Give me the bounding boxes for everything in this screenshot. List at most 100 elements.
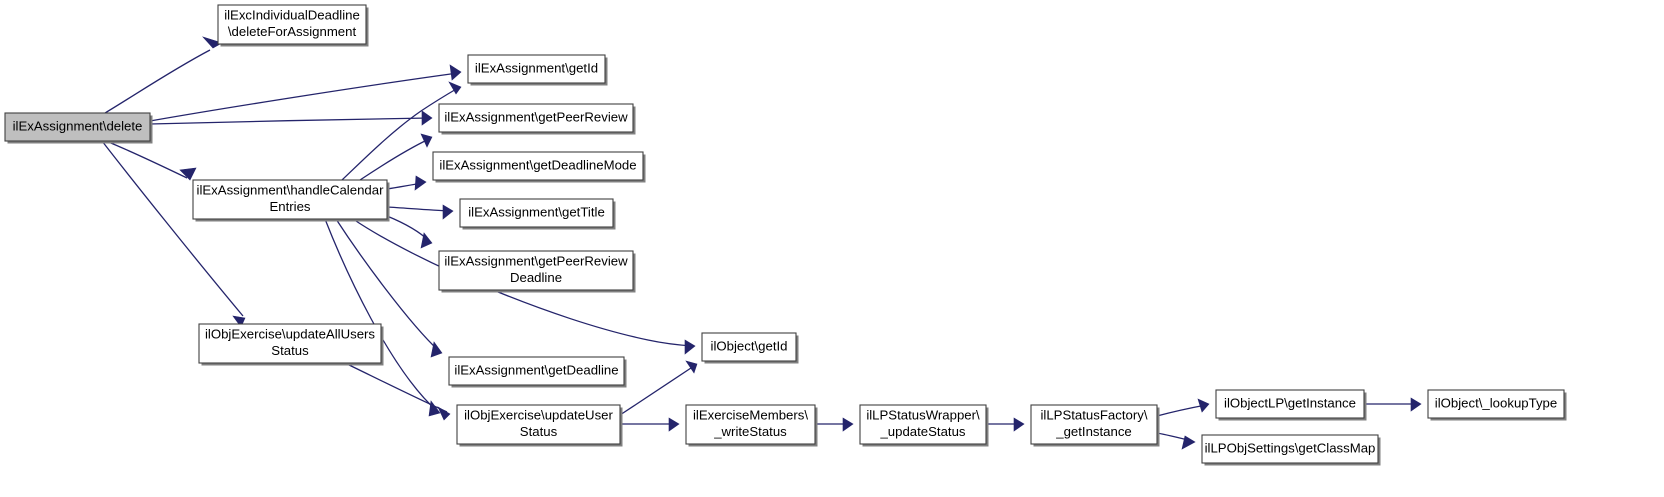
edge-line <box>352 218 693 347</box>
node-box-current[interactable] <box>4 112 151 142</box>
node-box[interactable] <box>467 54 606 84</box>
edge-line <box>149 117 430 125</box>
node-box[interactable] <box>859 404 987 445</box>
node-box[interactable] <box>438 103 634 133</box>
edge-line <box>619 365 695 416</box>
call-edge <box>335 218 443 358</box>
node-label: ilLPStatusWrapper\ <box>866 408 980 423</box>
node-box[interactable] <box>456 404 621 445</box>
call-edge <box>105 140 197 181</box>
arrowhead-icon <box>842 417 854 432</box>
call-edge <box>149 64 462 122</box>
node-box[interactable] <box>1030 404 1158 445</box>
arrowhead-icon <box>437 406 451 421</box>
graph-node[interactable]: ilExAssignment\getPeerReview <box>438 103 636 135</box>
node-label: ilObjExercise\updateAllUsers <box>205 327 375 342</box>
node-box[interactable] <box>1427 389 1565 419</box>
graph-node[interactable]: ilLPStatusWrapper\_updateStatus <box>859 404 989 447</box>
graph-node[interactable]: ilExAssignment\getId <box>467 54 608 86</box>
edge-line <box>335 218 440 352</box>
node-label: ilExAssignment\getDeadlineMode <box>439 157 636 172</box>
node-box[interactable] <box>432 151 644 181</box>
arrowhead-icon <box>179 167 197 181</box>
call-edge <box>619 360 698 416</box>
edges-layer <box>101 36 1422 450</box>
arrowhead-icon <box>442 204 454 220</box>
node-box[interactable] <box>1215 389 1365 419</box>
arrowhead-icon <box>420 133 433 148</box>
call-edge <box>324 218 441 417</box>
graph-node[interactable]: ilObject\getId <box>701 332 799 364</box>
graph-node[interactable]: ilLPObjSettings\getClassMap <box>1201 434 1381 466</box>
call-edge <box>1156 398 1210 417</box>
node-box[interactable] <box>1201 434 1379 464</box>
edge-line <box>341 87 459 181</box>
arrowhead-icon <box>414 175 427 191</box>
node-label: ilExAssignment\handleCalendar <box>197 183 385 198</box>
node-label: ilLPObjSettings\getClassMap <box>1205 440 1376 455</box>
node-box[interactable] <box>438 250 634 291</box>
edge-line <box>344 362 448 413</box>
arrowhead-icon <box>1410 397 1422 412</box>
graph-node[interactable]: ilExcIndividualDeadline\deleteForAssignm… <box>217 4 369 47</box>
call-edge <box>359 133 433 181</box>
arrowhead-icon <box>684 339 696 355</box>
node-label: Status <box>520 424 558 439</box>
node-label: ilExAssignment\getDeadline <box>454 362 618 377</box>
arrowhead-icon <box>202 36 223 49</box>
node-label: ilObjectLP\getInstance <box>1224 395 1356 410</box>
graph-node[interactable]: ilExAssignment\delete <box>4 112 153 144</box>
node-box[interactable] <box>701 332 797 362</box>
node-label: ilExAssignment\delete <box>13 118 143 133</box>
node-label: ilLPStatusFactory\ <box>1040 408 1147 423</box>
graph-node[interactable]: ilExAssignment\getTitle <box>459 198 616 230</box>
call-edge <box>1156 432 1196 450</box>
nodes-layer: ilExAssignment\delete ilExcIndividualDead… <box>4 4 1567 466</box>
call-edge <box>620 417 680 432</box>
arrowhead-icon <box>668 417 680 432</box>
edge-line <box>1156 404 1207 417</box>
arrowhead-icon <box>420 232 433 249</box>
call-edge <box>815 417 854 432</box>
node-box[interactable] <box>198 323 382 364</box>
node-label: ilExAssignment\getId <box>475 60 598 75</box>
node-box[interactable] <box>685 404 816 445</box>
node-label: _getInstance <box>1055 424 1132 439</box>
node-label: ilExAssignment\getPeerReview <box>444 109 628 124</box>
graph-node[interactable]: ilExAssignment\getDeadlineMode <box>432 151 646 183</box>
graph-node[interactable]: ilObject\_lookupType <box>1427 389 1567 421</box>
arrowhead-icon <box>1197 398 1210 413</box>
node-label: ilExerciseMembers\ <box>693 408 808 423</box>
arrowhead-icon <box>421 110 433 126</box>
node-box[interactable] <box>217 4 367 45</box>
node-label: _writeStatus <box>713 424 787 439</box>
node-box[interactable] <box>192 179 388 220</box>
edge-line <box>386 215 430 242</box>
call-edge <box>386 215 433 249</box>
edge-line <box>104 49 211 114</box>
node-box[interactable] <box>448 356 625 386</box>
arrowhead-icon <box>430 341 443 358</box>
graph-node[interactable]: ilExerciseMembers\_writeStatus <box>685 404 818 447</box>
node-label: \deleteForAssignment <box>228 24 357 39</box>
call-edge <box>1363 397 1422 412</box>
graph-node[interactable]: ilObjectLP\getInstance <box>1215 389 1367 421</box>
call-edge <box>101 140 246 328</box>
node-box[interactable] <box>459 198 614 228</box>
graph-node[interactable]: ilLPStatusFactory\_getInstance <box>1030 404 1160 447</box>
graph-node[interactable]: ilExAssignment\getDeadline <box>448 356 627 388</box>
arrowhead-icon <box>448 81 462 95</box>
edge-line <box>149 72 459 122</box>
call-edge <box>386 175 427 191</box>
call-edge <box>986 417 1025 432</box>
call-edge <box>352 218 696 355</box>
node-label: Status <box>271 343 309 358</box>
arrowhead-icon <box>1181 435 1196 450</box>
node-label: ilExAssignment\getTitle <box>468 204 605 219</box>
edge-line <box>359 138 430 181</box>
